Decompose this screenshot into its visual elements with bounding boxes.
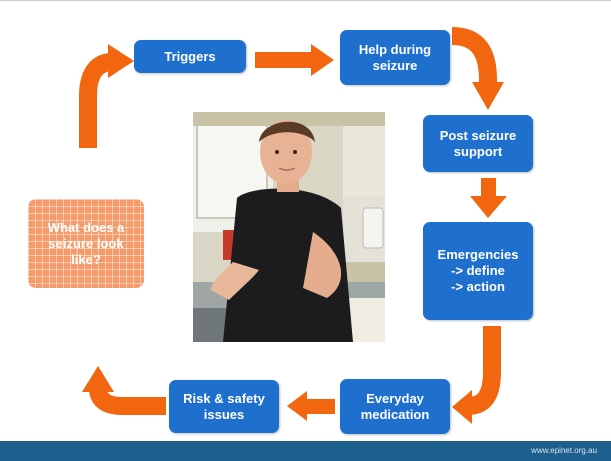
what-does-seizure-look-like-box: What does a seizure look like? <box>28 199 144 288</box>
risk-safety-label: Risk & safety issues <box>183 390 265 422</box>
arrow-triggers-to-help <box>255 44 334 76</box>
everyday-medication-label: Everyday medication <box>360 390 430 422</box>
post-seizure-support-label: Post seizure support <box>439 127 517 159</box>
arrow-everyday-to-risk <box>287 391 335 421</box>
arrow-post-to-emergencies <box>470 178 507 218</box>
arrow-help-to-post <box>451 27 504 110</box>
top-border <box>0 0 611 1</box>
footer-url[interactable]: www.epinet.org.au <box>531 446 597 455</box>
triggers-box: Triggers <box>134 40 246 73</box>
footer-bar: www.epinet.org.au <box>0 441 611 461</box>
arrow-emergencies-to-everyday <box>452 326 501 424</box>
emergencies-label: Emergencies -> define -> action <box>437 247 519 294</box>
help-during-seizure-box: Help during seizure <box>340 30 450 85</box>
arrow-left-to-triggers <box>79 44 134 148</box>
post-seizure-support-box: Post seizure support <box>423 115 533 172</box>
kitchen-photo <box>193 112 385 342</box>
arrow-risk-to-left <box>82 366 166 415</box>
everyday-medication-box: Everyday medication <box>340 379 450 434</box>
help-during-seizure-label: Help during seizure <box>358 41 432 73</box>
emergencies-box: Emergencies -> define -> action <box>423 222 533 320</box>
triggers-label: Triggers <box>164 48 216 64</box>
what-does-seizure-look-like-label: What does a seizure look like? <box>47 219 125 267</box>
risk-safety-box: Risk & safety issues <box>169 380 279 433</box>
